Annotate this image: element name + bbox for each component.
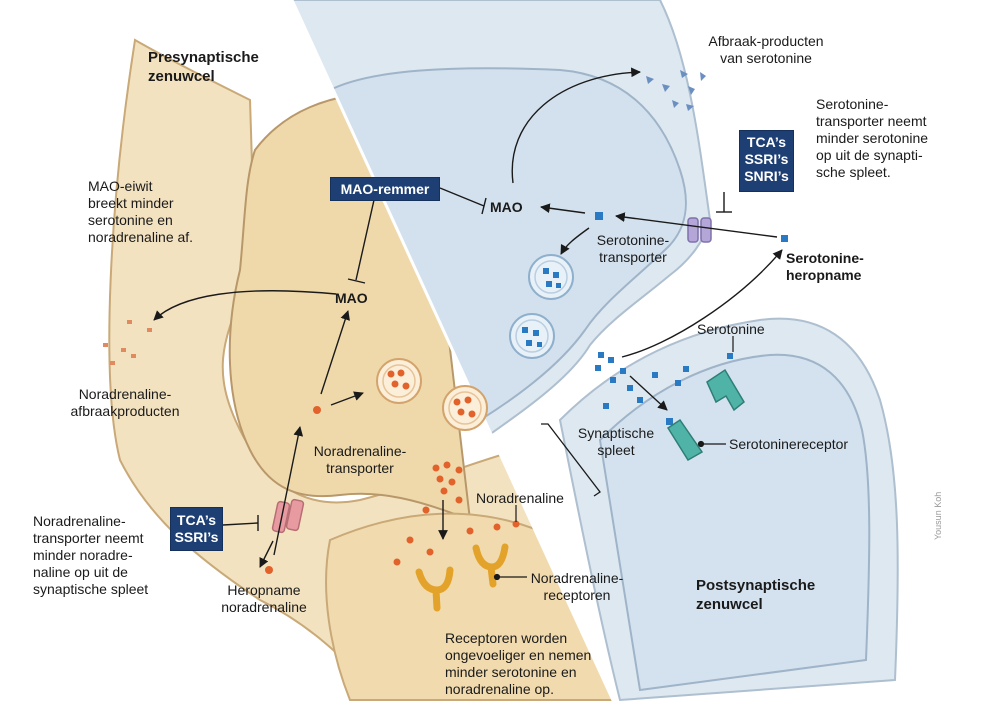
drugs-box-serotonin: TCA’s SSRI’s SNRI’s (739, 130, 794, 192)
mao-label-noradrenaline: MAO (335, 290, 368, 306)
na-breakdown-fragments (103, 320, 152, 365)
synaptic-cleft-bracket (541, 423, 601, 497)
na-breakdown-label: Noradrenaline- afbraakproducten (70, 386, 180, 419)
noradrenaline-transporter-shape (271, 498, 305, 534)
synaptic-cleft-label: Synaptische spleet (577, 425, 655, 458)
receptor-note: Receptoren worden ongevoeliger en nemen … (445, 630, 592, 697)
na-receptors-label: Noradrenaline- receptoren (530, 570, 624, 603)
serotonin-breakdown-fragments (646, 70, 706, 111)
serotonin-label: Serotonine (697, 321, 765, 337)
mao-note: MAO-eiwit breekt minder serotonine en no… (88, 178, 194, 245)
cell-backgrounds (108, 0, 899, 720)
noradrenaline-molecules (265, 369, 520, 574)
mao-label-serotonin: MAO (490, 199, 523, 215)
postsynaptic-cell-label: Postsynaptische zenuwcel (696, 577, 816, 613)
pointer-lines (493, 336, 734, 581)
na-reuptake-label: Heropname noradrenaline (221, 582, 307, 615)
serotonin-reuptake-label: Serotonine- heropname (786, 250, 864, 283)
serotonin-receptor-label: Serotoninereceptor (729, 436, 849, 452)
presynaptic-cell-label: Presynaptische zenuwcel (148, 49, 259, 85)
noradrenaline-label: Noradrenaline (476, 490, 564, 506)
na-transporter-label: Noradrenaline- transporter (313, 443, 407, 476)
vesicle-noradrenaline-2 (442, 385, 488, 431)
serotonin-breakdown-label: Afbraak-producten van serotonine (708, 33, 824, 66)
drugs-box-noradrenaline: TCA’s SSRI’s (170, 507, 223, 551)
serotonin-transporter-label: Serotonine- transporter (596, 232, 670, 265)
serotonin-receptor-shape (666, 368, 745, 462)
mao-inhibitor-box: MAO-remmer (330, 177, 440, 201)
serotonin-transporter-note: Serotonine- transporter neemt minder ser… (816, 96, 929, 180)
na-receptor-shapes (415, 543, 509, 612)
serotonin-transporter-shape (687, 217, 712, 243)
na-transporter-note: Noradrenaline- transporter neemt minder … (33, 513, 149, 597)
arrows (153, 67, 783, 568)
artist-credit: Yousun Koh (933, 491, 943, 540)
vesicles (376, 254, 574, 431)
serotonin-molecules (522, 212, 788, 425)
vesicle-serotonin-1 (528, 254, 574, 300)
vesicle-serotonin-2 (509, 313, 555, 359)
vesicle-noradrenaline-1 (376, 358, 422, 404)
